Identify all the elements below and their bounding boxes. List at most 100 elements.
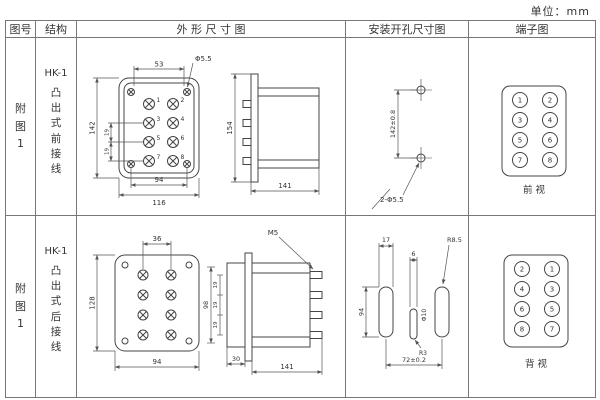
corner-screws — [121, 261, 193, 344]
term-no-3: 3 — [157, 116, 161, 123]
terminal-numbers: 1 2 3 4 5 6 7 8 — [157, 97, 185, 161]
terminal-circles — [513, 260, 560, 337]
side-view — [226, 252, 323, 361]
term-5: 5 — [549, 305, 553, 313]
dim-142: 142 — [89, 121, 97, 134]
rear-face-view — [114, 254, 200, 351]
dim-141: 141 — [280, 363, 293, 371]
dimension-lines — [371, 89, 420, 210]
side-view — [242, 73, 320, 183]
structure-row2: 凸 出 式 后 接 线 — [50, 265, 62, 354]
dim-19-1: 19 — [213, 281, 219, 288]
dimension-lines — [362, 242, 450, 369]
dim-19-2: 19 — [213, 301, 219, 308]
structure-cell-row2: HK-1 凸 出 式 后 接 线 — [36, 216, 77, 397]
term-4: 4 — [547, 117, 552, 125]
install-drawing-rear-wiring: 17 6 R8.5 94 Φ10 R3 72±0.2 — [358, 236, 462, 369]
dim-19a: 19 — [105, 129, 111, 136]
fig-no-cell-row2: 附 图 1 — [6, 216, 36, 397]
term-3: 3 — [549, 285, 553, 293]
dimension-lines — [93, 236, 323, 375]
terminal-numbers: 2 1 4 3 6 5 8 7 — [519, 265, 553, 333]
install-cell-row1: 142±0.8 2-Φ5.5 — [346, 38, 469, 216]
dim-r3: R3 — [419, 350, 427, 357]
term-no-4: 4 — [181, 116, 185, 123]
term-no-5: 5 — [157, 135, 161, 142]
dim-142-tol: 142±0.8 — [389, 110, 397, 138]
install-cell-row2: 17 6 R8.5 94 Φ10 R3 72±0.2 — [346, 216, 469, 397]
term-6: 6 — [547, 137, 552, 145]
term-3: 3 — [517, 117, 521, 125]
dim-m5: M5 — [268, 229, 279, 237]
outline-cell-row1: 1 2 3 4 5 6 7 8 — [77, 38, 346, 216]
dim-94: 94 — [153, 358, 162, 366]
terminal-diagram-front-view: 1 2 3 4 5 6 7 8 前 视 — [501, 85, 566, 196]
view-caption-rear: 背 视 — [524, 358, 547, 370]
term-no-2: 2 — [181, 97, 185, 104]
mounting-holes — [410, 79, 432, 169]
dim-phi55: Φ5.5 — [195, 55, 212, 63]
dim-17: 17 — [382, 236, 390, 244]
term-no-6: 6 — [181, 135, 185, 142]
outline-drawing-rear-wiring: 36 128 94 98 19 19 19 M5 30 141 — [89, 229, 323, 375]
term-1: 1 — [549, 265, 553, 273]
term-8: 8 — [519, 325, 523, 333]
term-2: 2 — [547, 97, 551, 105]
dim-72-tol: 72±0.2 — [402, 356, 426, 364]
structure-cell-row1: HK-1 凸 出 式 前 接 线 — [36, 38, 77, 216]
terminal-diagram-rear-view: 2 1 4 3 6 5 8 7 背 视 — [503, 254, 568, 370]
term-6: 6 — [519, 305, 524, 313]
term-4: 4 — [519, 285, 524, 293]
term-7: 7 — [517, 157, 521, 165]
view-caption-front: 前 视 — [522, 184, 545, 196]
terminal-cell-row2: 2 1 4 3 6 5 8 7 背 视 — [469, 216, 595, 397]
header-install: 安装开孔尺寸图 — [346, 21, 469, 38]
dim-30: 30 — [232, 355, 240, 363]
fig-no-row2: 附 图 1 — [15, 282, 26, 331]
mounting-slots — [378, 286, 450, 339]
dim-19b: 19 — [105, 148, 111, 155]
fig-no-cell-row1: 附 图 1 — [6, 38, 36, 216]
dim-2-phi55: 2-Φ5.5 — [380, 196, 404, 204]
term-1: 1 — [517, 97, 521, 105]
term-7: 7 — [549, 325, 553, 333]
outline-cell-row2: 36 128 94 98 19 19 19 M5 30 141 — [77, 216, 346, 397]
install-drawing-front-wiring: 142±0.8 2-Φ5.5 — [371, 79, 432, 210]
dim-94: 94 — [155, 176, 164, 184]
term-no-8: 8 — [181, 154, 185, 161]
dim-phi10: Φ10 — [421, 308, 428, 321]
dimension-table: 图号 结构 外 形 尺 寸 图 安装开孔尺寸图 端子图 附 图 1 HK-1 凸… — [5, 20, 596, 398]
front-view — [118, 77, 200, 179]
unit-label: 单位：mm — [530, 5, 590, 18]
terminal-cell-row1: 1 2 3 4 5 6 7 8 前 视 — [469, 38, 595, 216]
dimension-labels: 53 Φ5.5 142 19 19 94 116 154 141 — [89, 55, 292, 207]
dimension-labels: 142±0.8 2-Φ5.5 — [380, 110, 404, 204]
dim-116: 116 — [152, 199, 166, 207]
dim-r85: R8.5 — [447, 236, 462, 244]
terminal-numbers: 1 2 3 4 5 6 7 8 — [517, 97, 552, 165]
term-no-1: 1 — [157, 97, 161, 104]
terminal-circles — [511, 92, 558, 168]
header-structure: 结构 — [36, 21, 77, 38]
dim-36: 36 — [153, 235, 162, 243]
terminal-studs — [137, 269, 177, 340]
dim-141: 141 — [278, 182, 291, 190]
terminal-screws — [143, 98, 179, 167]
dim-154: 154 — [226, 121, 234, 135]
dim-6: 6 — [411, 250, 415, 258]
header-figure-no: 图号 — [6, 21, 36, 38]
term-no-7: 7 — [157, 154, 161, 161]
dimension-labels: 36 128 94 98 19 19 19 M5 30 141 — [89, 229, 294, 371]
dim-128: 128 — [89, 296, 97, 309]
corner-screws — [127, 88, 191, 168]
dim-53: 53 — [155, 61, 164, 69]
fig-no-row1: 附 图 1 — [15, 102, 26, 151]
outline-drawing-front-wiring: 1 2 3 4 5 6 7 8 — [89, 55, 320, 207]
terminal-block-outline — [503, 254, 568, 347]
header-terminal: 端子图 — [469, 21, 595, 38]
term-8: 8 — [547, 157, 551, 165]
model-row2: HK-1 — [44, 246, 68, 257]
header-outline: 外 形 尺 寸 图 — [77, 21, 346, 38]
model-row1: HK-1 — [44, 68, 68, 79]
